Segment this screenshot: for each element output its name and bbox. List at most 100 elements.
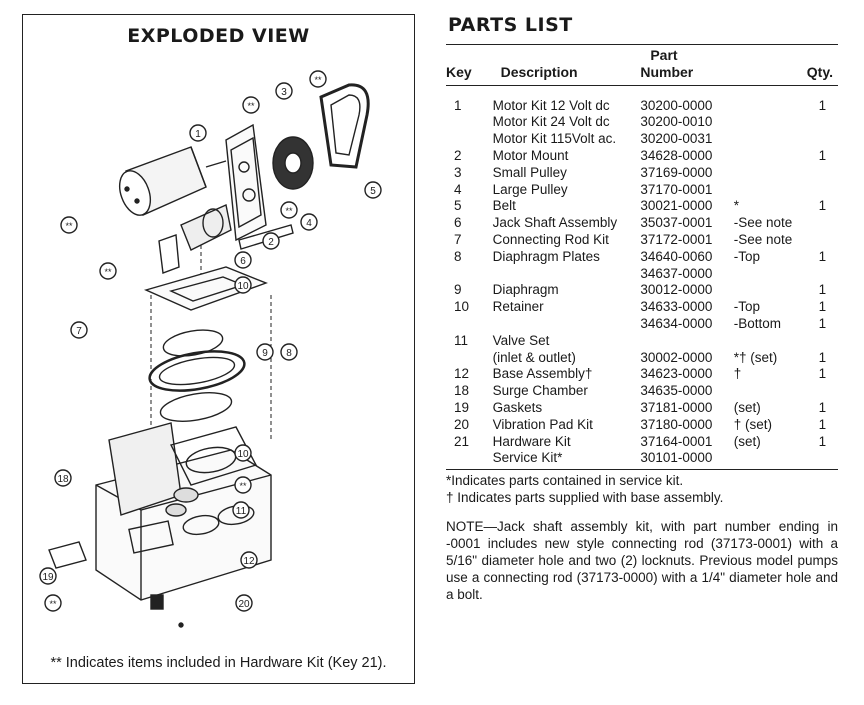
- description-cell: Large Pulley: [492, 181, 568, 197]
- qty-cell: [806, 450, 838, 471]
- header-key: Key: [446, 63, 493, 86]
- part-number-cell: 35037-0001: [640, 215, 713, 231]
- qty-cell: 1: [818, 248, 827, 264]
- table-row: 34637-0000: [446, 266, 838, 283]
- key-cell: 10: [454, 299, 470, 315]
- description-cell: Gaskets: [492, 399, 543, 415]
- callout-10-top: 10: [234, 276, 252, 294]
- qty-cell: [807, 131, 838, 148]
- key-cell: [446, 131, 493, 148]
- key-cell: 7: [454, 231, 462, 247]
- qty-cell: 1: [818, 299, 827, 315]
- note-cell: *: [733, 198, 739, 214]
- svg-text:8: 8: [286, 348, 292, 359]
- svg-text:**: **: [239, 481, 247, 491]
- svg-text:4: 4: [306, 218, 312, 229]
- description-cell: Vibration Pad Kit: [492, 416, 593, 432]
- note-cell: [734, 383, 807, 400]
- svg-text:**: **: [49, 599, 57, 609]
- qty-cell: 1: [818, 399, 827, 415]
- part-number-cell: 30002-0000: [640, 349, 713, 365]
- part-number-cell: 37181-0000: [640, 399, 713, 415]
- callouts: 1 2 3 4 5 6 7 8 9 10 10 11 12 18 19 20: [39, 82, 382, 612]
- key-cell: 1: [454, 97, 462, 113]
- part-number-cell: 37170-0001: [640, 181, 713, 197]
- key-cell: 12: [454, 366, 470, 382]
- qty-cell: [807, 215, 838, 232]
- table-row: Service Kit*30101-0000: [446, 450, 838, 471]
- note-cell: *† (set): [733, 349, 778, 365]
- qty-cell: [807, 383, 838, 400]
- qty-cell: 1: [818, 433, 827, 449]
- description-cell: Base Assembly†: [492, 366, 593, 382]
- note-cell: [734, 266, 807, 283]
- key-cell: 21: [454, 433, 470, 449]
- belt-drawing: [319, 83, 370, 169]
- callout-9: 9: [256, 343, 274, 361]
- description-cell: Connecting Rod Kit: [492, 231, 609, 247]
- hardware-markers: ** ** ** ** ** ** **: [44, 70, 327, 612]
- svg-text:7: 7: [76, 326, 82, 337]
- header-number: Number: [640, 63, 734, 86]
- svg-text:6: 6: [240, 256, 246, 267]
- part-number-cell: 30021-0000: [640, 198, 713, 214]
- callout-20: 20: [235, 594, 253, 612]
- qty-cell: [807, 182, 838, 199]
- key-cell: 20: [454, 416, 470, 432]
- note-cell: -See note: [733, 215, 793, 231]
- note-cell: (set): [733, 433, 761, 449]
- part-number-cell: 34623-0000: [640, 366, 713, 382]
- note-cell: †: [733, 366, 742, 382]
- part-number-cell: [640, 333, 733, 350]
- header-row-bottom: Key Description Number Qty.: [446, 63, 838, 86]
- guide-lines: [150, 245, 272, 440]
- table-row: 21 Hardware Kit 37164-0001 (set) 1: [446, 434, 838, 451]
- callout-11: 11: [232, 501, 250, 519]
- svg-text:**: **: [65, 221, 73, 231]
- key-cell: 4: [454, 181, 462, 197]
- note-cell: (set): [733, 399, 761, 415]
- table-row: 4 Large Pulley 37170-0001: [446, 182, 838, 199]
- service-kit-note: *Indicates parts contained in service ki…: [446, 473, 684, 488]
- key-cell: 3: [454, 164, 462, 180]
- svg-text:**: **: [104, 267, 112, 277]
- note-cell: -Bottom: [733, 315, 781, 331]
- part-number-cell: 30101-0000: [640, 450, 734, 471]
- description-cell: Motor Kit 115Volt ac.: [492, 131, 617, 147]
- note-cell: [734, 148, 807, 165]
- svg-text:2: 2: [268, 237, 274, 248]
- part-number-cell: 37164-0001: [640, 433, 713, 449]
- qty-cell: 1: [818, 147, 827, 163]
- motor-mount-drawing: [225, 123, 294, 250]
- description-cell: Hardware Kit: [492, 433, 571, 449]
- description-cell: Motor Kit 12 Volt dc: [492, 97, 610, 113]
- key-cell: 11: [454, 332, 469, 348]
- key-cell: [446, 350, 493, 367]
- table-row: Motor Kit 115Volt ac.30200-0031: [446, 131, 838, 148]
- svg-text:20: 20: [238, 599, 250, 610]
- svg-text:18: 18: [57, 474, 69, 485]
- description-cell: Diaphragm: [492, 282, 559, 298]
- notes-section: *Indicates parts contained in service ki…: [446, 472, 838, 603]
- base-assembly-drawing: [95, 422, 272, 601]
- header-description: Description: [492, 63, 641, 86]
- svg-text:**: **: [285, 206, 293, 216]
- jack-shaft-drawing: [158, 204, 232, 274]
- note-cell: -Top: [733, 299, 760, 315]
- qty-cell: [807, 114, 838, 131]
- note-cell: -See note: [733, 231, 793, 247]
- exploded-view-title: EXPLODED VIEW: [127, 25, 310, 47]
- key-cell: [446, 114, 493, 131]
- svg-text:**: **: [247, 101, 255, 111]
- note-cell: [734, 114, 807, 131]
